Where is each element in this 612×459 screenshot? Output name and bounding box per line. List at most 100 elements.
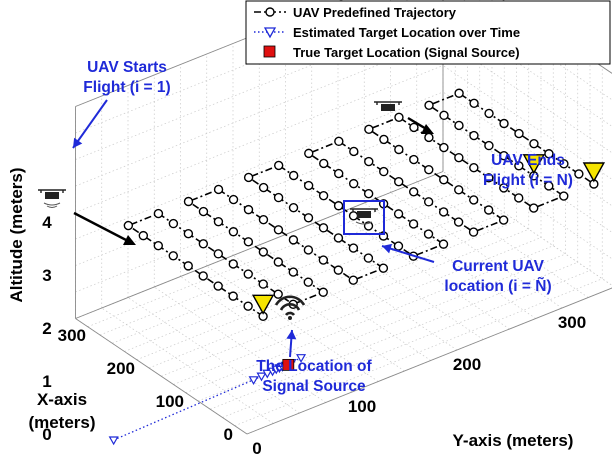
legend-label-true-target: True Target Location (Signal Source)	[293, 45, 520, 60]
trajectory-point	[318, 287, 328, 297]
trajectory-point	[168, 251, 178, 261]
legend-triangle-marker	[263, 27, 277, 39]
trajectory-point	[183, 228, 194, 239]
trajectory-point	[454, 185, 464, 195]
drone-icon	[38, 189, 66, 208]
trajectory-point	[123, 220, 134, 231]
trajectory-point	[499, 183, 509, 193]
direction-arrow-icon	[407, 116, 434, 134]
trajectory-point	[498, 215, 509, 225]
trajectory-point	[318, 223, 329, 233]
trajectory-point	[363, 189, 374, 199]
annotation-start-line2: Flight (i = 1)	[83, 79, 170, 96]
estimate-point	[296, 354, 307, 363]
trajectory-point	[288, 170, 299, 181]
trajectory-point	[453, 217, 464, 227]
grid-line	[442, 91, 612, 207]
trajectory-point	[318, 190, 329, 201]
drone-icon	[350, 208, 378, 225]
trajectory-point	[529, 203, 539, 213]
trajectory-point	[213, 281, 223, 291]
trajectory-point	[378, 263, 389, 273]
trajectory-point	[393, 209, 404, 219]
trajectory-point	[334, 136, 344, 147]
trajectory-point	[273, 160, 284, 171]
annotation-source-line1: The Location of	[256, 358, 372, 375]
trajectory-point	[243, 269, 253, 279]
trajectory-point	[243, 172, 254, 183]
trajectory-series	[123, 88, 606, 321]
grid-line	[87, 179, 456, 328]
trajectory-point	[243, 301, 253, 311]
annotation-current-line1: Current UAV	[452, 258, 545, 275]
trajectory-point	[198, 271, 208, 281]
trajectory-point	[349, 146, 359, 157]
x-tick-label: 100	[156, 392, 184, 411]
grid-line	[337, 213, 510, 330]
trajectory-point	[288, 202, 299, 213]
trajectory-point	[454, 120, 464, 131]
trajectory-point	[153, 208, 164, 219]
trajectory-point	[439, 142, 449, 153]
trajectory-point	[379, 166, 389, 177]
grid-line	[206, 265, 379, 382]
trajectory-point	[438, 207, 449, 217]
grid-line	[442, 65, 612, 180]
trajectory-point	[544, 181, 554, 191]
legend-box	[245, 0, 611, 65]
grid-line	[232, 255, 405, 372]
trajectory-point	[454, 152, 464, 163]
trajectory-point	[408, 219, 419, 229]
trajectory-point	[319, 158, 329, 169]
legend-circle-marker	[265, 7, 275, 17]
z-tick-label: 1	[42, 372, 51, 391]
trajectory-point	[228, 227, 239, 237]
trajectory-point	[484, 173, 494, 183]
trajectory-point	[318, 255, 329, 265]
trajectory-point	[439, 175, 449, 185]
trajectory-point	[469, 195, 479, 205]
grid-line	[311, 223, 484, 340]
annotation-arrowhead	[73, 137, 83, 148]
trajectory-point	[379, 134, 389, 145]
trajectory-point	[423, 229, 434, 239]
trajectory-point	[198, 239, 209, 249]
trajectory-point	[484, 140, 494, 151]
direction-arrow-icon	[73, 211, 136, 245]
y-axis-label: Y-axis (meters)	[453, 431, 574, 450]
legend-label-trajectory: UAV Predefined Trajectory	[293, 5, 457, 20]
current-uav-highlight-box	[343, 200, 385, 235]
trajectory-point	[258, 182, 269, 193]
trajectory-point	[409, 154, 419, 165]
drone-icon	[374, 101, 402, 111]
trajectory-point	[394, 176, 404, 187]
grid-line	[259, 244, 431, 361]
trajectory-point	[183, 261, 193, 271]
annotation-arrow	[72, 99, 108, 149]
estimate-point	[248, 376, 259, 386]
z-tick-label: 0	[42, 425, 51, 444]
trajectory-point	[334, 168, 344, 179]
trajectory-point	[559, 159, 569, 169]
trajectory-point	[273, 225, 284, 235]
axis-line	[246, 287, 612, 435]
legend-square-marker	[263, 45, 276, 58]
trajectory-point	[484, 108, 494, 119]
trajectory-point	[348, 243, 359, 253]
annotation-source-line2: Signal Source	[262, 378, 366, 395]
trajectory-point	[393, 241, 404, 251]
trajectory-point	[423, 197, 434, 207]
trajectory-point	[424, 132, 434, 143]
trajectory-point	[198, 206, 209, 217]
x-tick-label: 300	[58, 326, 86, 345]
trajectory-point	[439, 110, 449, 121]
trajectory-point	[364, 156, 374, 167]
trajectory-point	[363, 253, 374, 263]
current-marker	[522, 154, 546, 175]
trajectory-point	[348, 275, 359, 285]
grid-line	[285, 234, 458, 351]
grid-line	[442, 171, 612, 286]
annotation-start-line1: UAV Starts	[87, 59, 167, 76]
trajectory-point	[499, 118, 509, 129]
